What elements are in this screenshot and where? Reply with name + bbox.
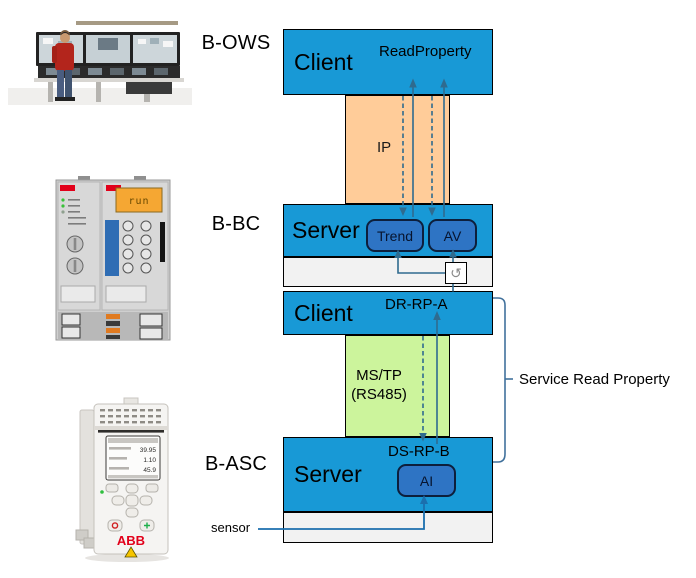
warning-triangle-icon — [124, 546, 138, 558]
trend-object-label: Trend — [376, 227, 414, 244]
sensor-label: sensor — [211, 520, 251, 535]
ows-client-block: Client — [283, 29, 493, 95]
service-read-property-label: Service Read Property — [519, 371, 670, 388]
cyclic-refresh-icon: ↺ — [445, 262, 467, 284]
mstp-label-line2: (RS485) — [351, 386, 407, 403]
drive-value-2: 1.10 — [143, 457, 156, 464]
device-label-b-bc: B-BC — [211, 213, 261, 235]
device-label-b-ows: B-OWS — [201, 32, 271, 54]
drive-value-1: 39.95 — [140, 447, 157, 454]
asc-server-block: Server — [283, 437, 493, 512]
rotary-switches — [66, 235, 84, 275]
device-label-b-asc: B-ASC — [204, 453, 268, 475]
card-slot — [160, 222, 165, 262]
drive-keypad — [100, 483, 159, 532]
ip-network-label: IP — [377, 139, 392, 156]
ows-client-title: Client — [294, 48, 353, 75]
av-object-label: AV — [443, 227, 462, 244]
monitor-wall — [36, 32, 180, 66]
vent-slots — [100, 409, 161, 424]
asc-server-title: Server — [294, 461, 362, 487]
dr-rp-a-annotation: DR-RP-A — [385, 296, 448, 313]
refresh-glyph: ↺ — [450, 265, 462, 281]
controller-buttons — [122, 220, 152, 274]
trend-object: Trend — [366, 219, 424, 252]
ai-object-label: AI — [419, 472, 434, 489]
bc-client-title: Client — [294, 299, 353, 326]
read-property-annotation: ReadProperty — [379, 43, 472, 60]
bc-client-block: Client — [283, 291, 493, 335]
ceiling-light — [76, 21, 178, 25]
service-bracket — [493, 297, 513, 463]
controller-display: run — [115, 187, 163, 213]
abb-drive-photo: 39.95 1.10 45.9 ABB — [75, 397, 169, 562]
ai-object: AI — [397, 464, 456, 497]
console-desk — [34, 66, 184, 102]
status-leds — [61, 198, 86, 225]
operator-person — [52, 30, 75, 101]
ds-rp-b-annotation: DS-RP-B — [388, 443, 450, 460]
bc-server-title: Server — [292, 217, 360, 243]
ip-network-rect — [345, 95, 450, 204]
mstp-label-line1: MS/TP — [356, 367, 402, 384]
mstp-network-label: MS/TP (RS485) — [329, 366, 429, 404]
drive-display: 39.95 1.10 45.9 — [105, 435, 161, 481]
abb-controller-photo: run — [55, 176, 171, 341]
info-panel — [105, 220, 119, 276]
controller-display-text: run — [128, 196, 149, 207]
asc-internal-strip — [283, 512, 493, 543]
mstp-network-rect — [345, 335, 450, 437]
abb-logo — [60, 185, 121, 191]
drive-value-3: 45.9 — [143, 467, 156, 474]
abb-logo: ABB — [117, 533, 145, 548]
av-object: AV — [428, 219, 477, 252]
controller-ports — [58, 312, 168, 340]
operator-workstation-photo — [8, 8, 192, 105]
